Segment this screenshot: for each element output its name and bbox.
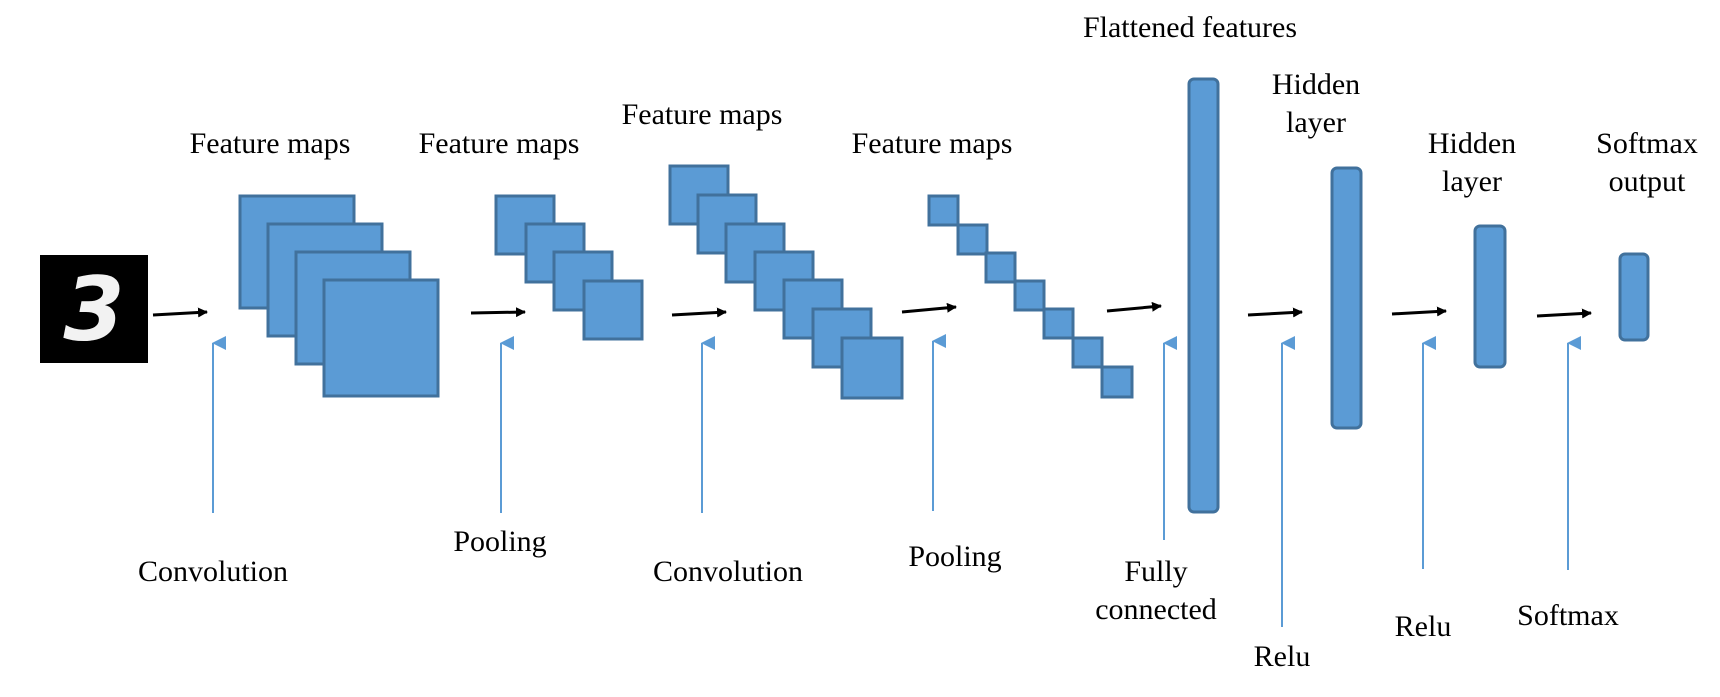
feature-maps-pool2 bbox=[927, 194, 1134, 399]
input-image: 3 bbox=[40, 255, 148, 363]
label-softmax-output: Softmax output bbox=[1567, 125, 1720, 201]
hidden-layer-2-bar bbox=[1473, 224, 1507, 369]
op-label-convolution-2: Convolution bbox=[652, 555, 803, 588]
feature-map bbox=[1100, 365, 1134, 399]
label-feature-maps-1: Feature maps bbox=[189, 127, 351, 160]
flow-arrow bbox=[1391, 306, 1447, 317]
flow-arrow bbox=[470, 307, 526, 318]
op-label-relu-1: Relu bbox=[1253, 640, 1311, 673]
feature-maps-conv2 bbox=[668, 164, 904, 400]
op-label-fully-connected-line1: Fully bbox=[1124, 555, 1188, 588]
operation-arrows bbox=[212, 334, 1581, 627]
label-hidden-layer-1: Hidden layer bbox=[1236, 66, 1396, 142]
input-digit: 3 bbox=[63, 258, 124, 361]
label-hidden-layer-2-line2: layer bbox=[1442, 165, 1502, 198]
feature-map bbox=[1071, 336, 1104, 369]
feature-maps-pool1 bbox=[494, 194, 644, 341]
feature-map bbox=[984, 251, 1017, 284]
flow-arrows bbox=[152, 301, 1592, 319]
feature-map bbox=[322, 278, 440, 398]
feature-map bbox=[956, 223, 989, 256]
label-feature-maps-4: Feature maps bbox=[851, 127, 1013, 160]
feature-maps-conv1 bbox=[238, 194, 440, 398]
softmax-output-bar bbox=[1618, 252, 1650, 342]
op-label-pooling-1: Pooling bbox=[453, 525, 547, 558]
label-feature-maps-2: Feature maps bbox=[418, 127, 580, 160]
label-hidden-layer-2: Hidden layer bbox=[1392, 125, 1552, 201]
label-flattened-features: Flattened features bbox=[1082, 11, 1298, 44]
flow-arrow bbox=[671, 307, 727, 318]
flattened-features-bar bbox=[1187, 77, 1220, 514]
feature-map bbox=[840, 336, 904, 400]
hidden-layer-1-bar bbox=[1330, 166, 1363, 430]
label-feature-maps-3: Feature maps bbox=[621, 98, 783, 131]
op-label-fully-connected: Fully connected bbox=[1076, 553, 1236, 629]
op-label-convolution-1: Convolution bbox=[137, 555, 288, 588]
op-label-pooling-2: Pooling bbox=[908, 540, 1002, 573]
label-softmax-output-line2: output bbox=[1608, 165, 1686, 198]
flow-arrow bbox=[152, 307, 208, 318]
input-image-background bbox=[40, 255, 148, 363]
op-label-fully-connected-line2: connected bbox=[1095, 593, 1217, 626]
flow-arrow bbox=[1247, 307, 1303, 318]
label-hidden-layer-2-line1: Hidden bbox=[1427, 127, 1517, 160]
flow-arrow bbox=[1106, 301, 1162, 313]
label-hidden-layer-1-line1: Hidden bbox=[1271, 68, 1361, 101]
feature-map bbox=[927, 194, 960, 227]
op-label-softmax: Softmax bbox=[1517, 599, 1619, 632]
feature-map bbox=[1013, 279, 1046, 312]
feature-map bbox=[1042, 307, 1075, 340]
label-hidden-layer-1-line2: layer bbox=[1286, 106, 1346, 139]
feature-map bbox=[582, 279, 644, 341]
flow-arrow bbox=[901, 302, 957, 314]
flow-arrow bbox=[1536, 308, 1592, 319]
op-label-relu-2: Relu bbox=[1394, 610, 1452, 643]
label-softmax-output-line1: Softmax bbox=[1596, 127, 1698, 160]
